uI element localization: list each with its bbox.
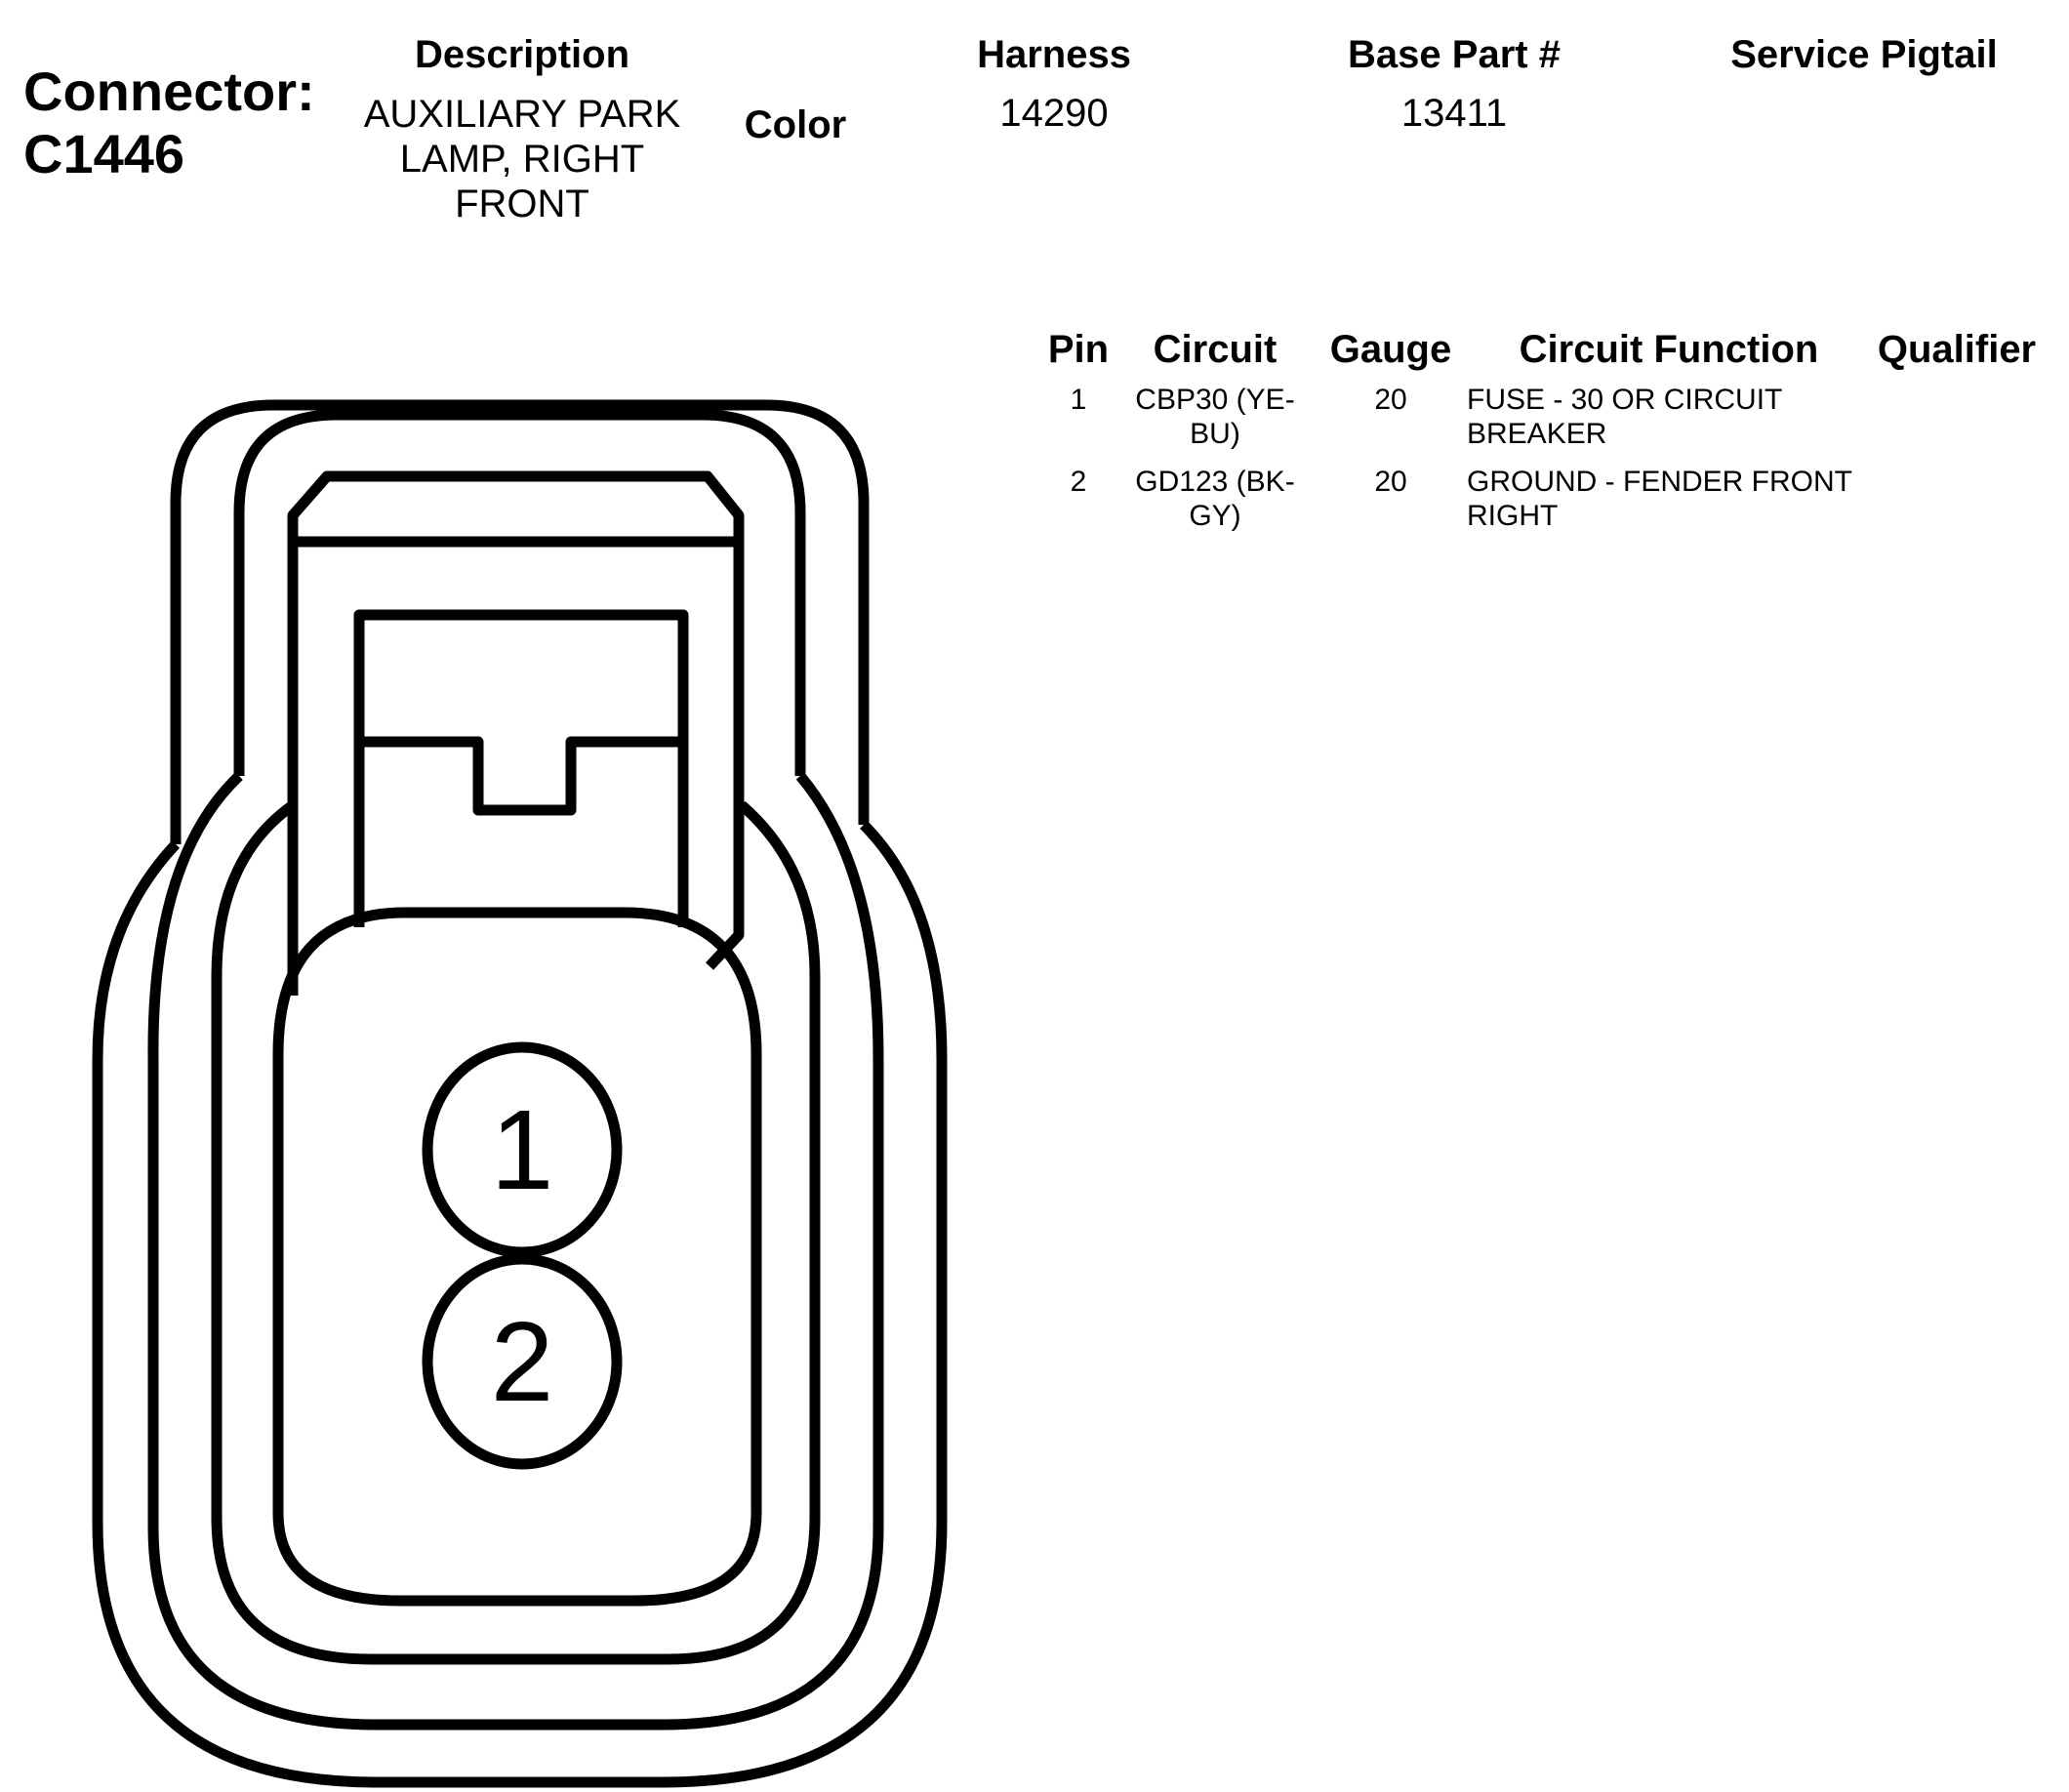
base-part-heading: Base Part # [1348, 33, 1561, 76]
pin-2-cavity [422, 1253, 623, 1470]
circuit-function-column-header: Circuit Function [1519, 328, 1819, 371]
connector-id: C1446 [23, 123, 185, 184]
gauge-column-header: Gauge [1329, 328, 1452, 371]
pin-2-circuit: GD123 (BK-GY) [1135, 466, 1295, 532]
harness-value: 14290 [999, 92, 1109, 135]
connector-label-block: Connector: C1446 [23, 61, 315, 185]
pin-1-label: 1 [491, 1086, 554, 1213]
connector-inner-hood [233, 409, 806, 776]
pin-1-number: 1 [1070, 384, 1087, 416]
base-part-value: 13411 [1400, 92, 1508, 135]
pin-column-header: Pin [1047, 328, 1110, 371]
connector-body-ring [147, 772, 884, 1731]
latch-outer-frame [287, 470, 745, 996]
color-heading: Color [744, 103, 847, 146]
description-value: AUXILIARY PARK LAMP, RIGHT FRONT [363, 93, 681, 225]
harness-heading: Harness [977, 33, 1131, 76]
pin-2-label: 2 [491, 1298, 554, 1425]
latch-inner-tab [353, 609, 689, 927]
connector-body-inner-ring [211, 800, 821, 1665]
pin-2-number: 2 [1070, 466, 1087, 498]
pin-1-function: FUSE - 30 OR CIRCUIT BREAKER [1467, 384, 1782, 450]
pin-2-function: GROUND - FENDER FRONT RIGHT [1467, 466, 1852, 532]
service-pigtail-heading: Service Pigtail [1730, 33, 1998, 76]
connector-outer-body [92, 821, 948, 1788]
description-heading: Description [414, 33, 630, 76]
circuit-column-header: Circuit [1153, 328, 1278, 371]
connector-outer-hood [170, 399, 870, 844]
pin-1-circuit: CBP30 (YE-BU) [1135, 384, 1295, 450]
connector-label: Connector: [23, 61, 315, 122]
latch-notch [359, 736, 683, 816]
qualifier-column-header: Qualifier [1877, 328, 2037, 371]
pin-insert [272, 907, 762, 1607]
pin-2-gauge: 20 [1374, 466, 1407, 498]
pin-1-gauge: 20 [1374, 384, 1407, 416]
pin-1-cavity [422, 1041, 623, 1258]
